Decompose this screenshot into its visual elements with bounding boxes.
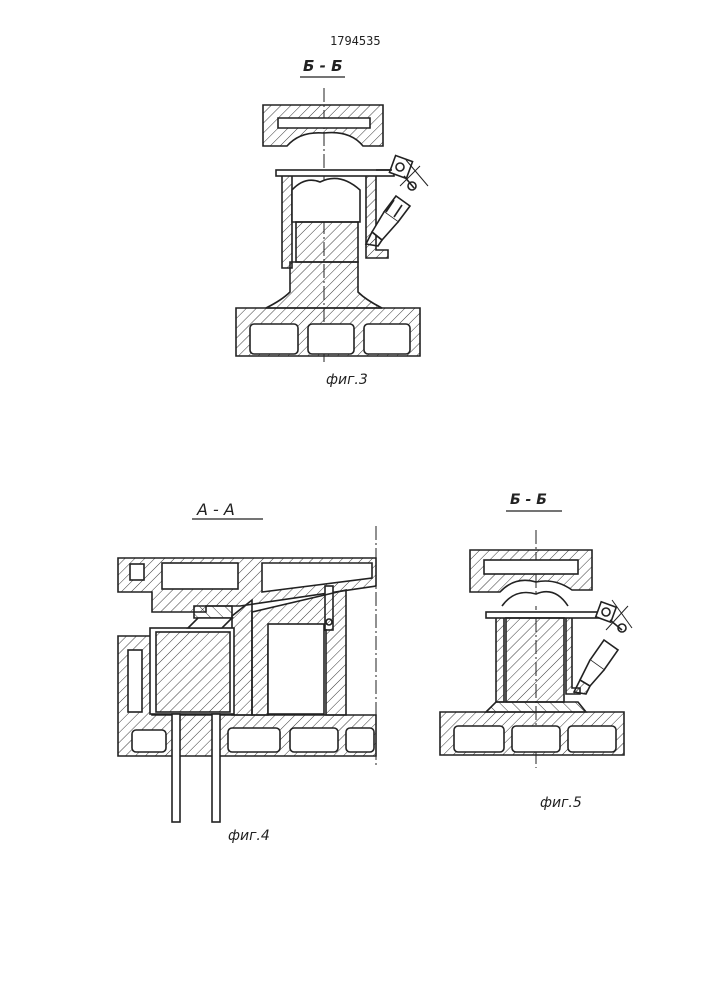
figure-5 (440, 511, 632, 768)
figure-3 (236, 77, 428, 362)
figure-4 (118, 519, 376, 822)
